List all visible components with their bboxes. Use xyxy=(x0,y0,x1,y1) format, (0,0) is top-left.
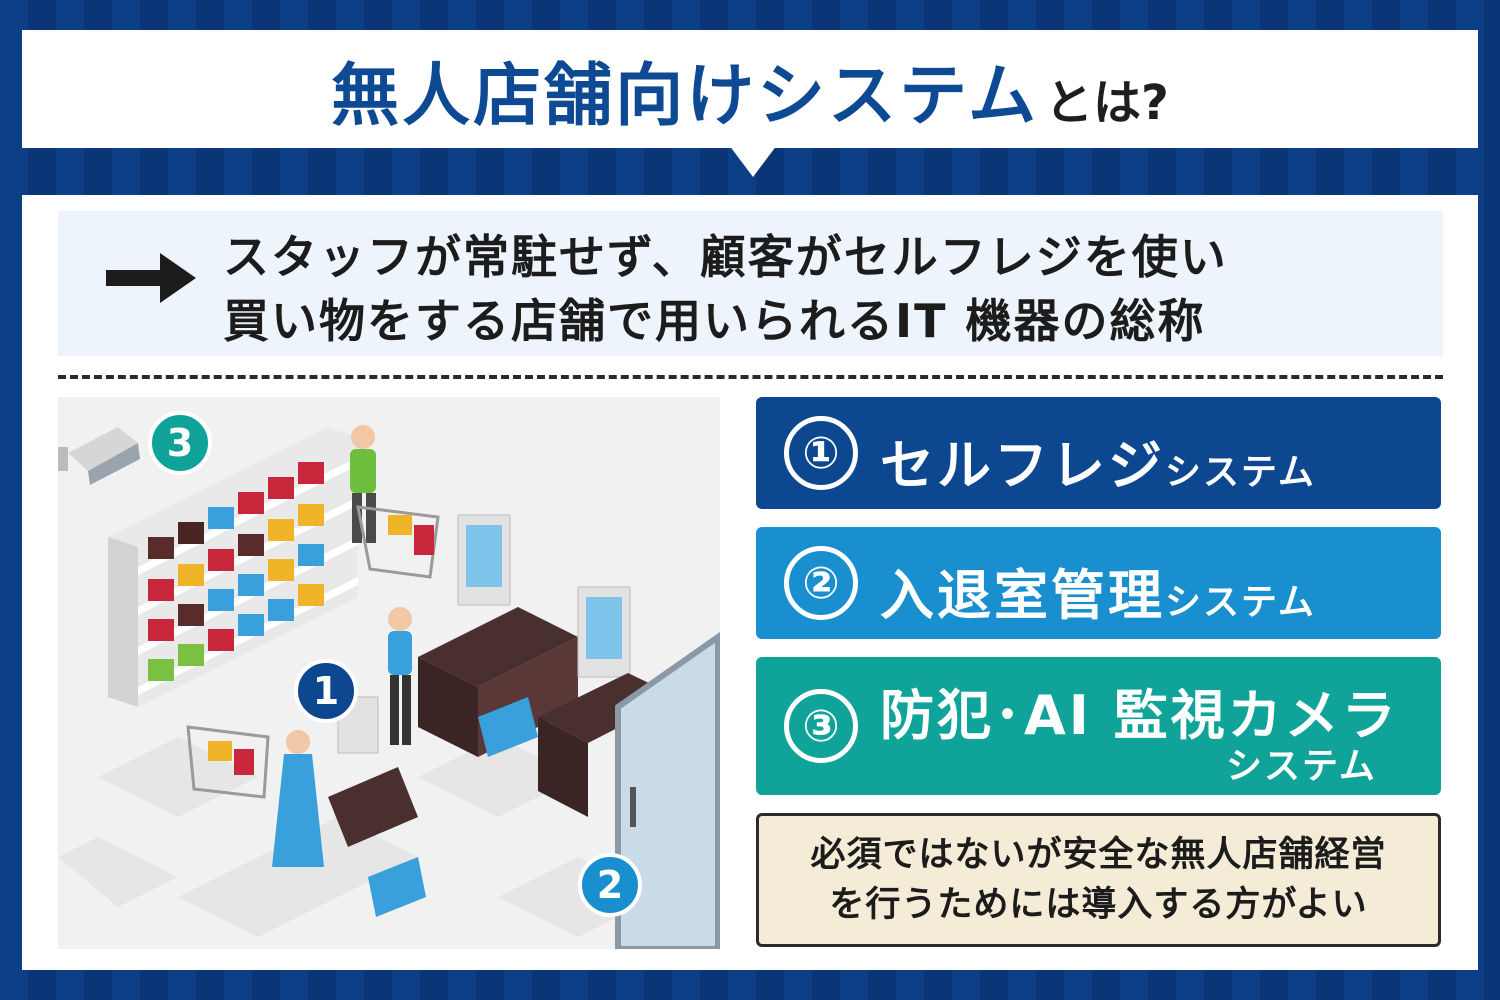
illustration-badge-3: 3 xyxy=(148,411,212,475)
system-number-2: ② xyxy=(784,546,858,620)
store-scene-image xyxy=(58,425,720,949)
note-line-1: 必須ではないが安全な無人店舗経営 xyxy=(810,835,1387,875)
page-title-suffix: とは? xyxy=(1045,75,1169,131)
system-number-3: ③ xyxy=(784,689,858,763)
right-arrow-icon xyxy=(106,253,196,303)
title-banner: 無人店舗向けシステム とは? xyxy=(22,30,1478,148)
system-name-1-main: セルフレジ xyxy=(880,434,1165,497)
title-pointer-triangle xyxy=(723,137,783,177)
definition-box: スタッフが常駐せず、顧客がセルフレジを使い 買い物をする店舗で用いられるIT 機… xyxy=(58,211,1443,356)
shopper-dress xyxy=(186,696,418,867)
definition-text: スタッフが常駐せず、顧客がセルフレジを使い 買い物をする店舗で用いられるIT 機… xyxy=(223,225,1423,353)
content-panel: スタッフが常駐せず、顧客がセルフレジを使い 買い物をする店舗で用いられるIT 機… xyxy=(22,195,1478,970)
system-card-security-camera: ③ 防犯･AI 監視カメラ システム xyxy=(756,657,1441,795)
system-name-2-main: 入退室管理 xyxy=(880,564,1165,627)
product-shelf xyxy=(108,427,358,707)
system-card-self-checkout: ① セルフレジシステム xyxy=(756,397,1441,509)
security-camera-icon xyxy=(58,427,140,485)
store-illustration: 3 1 2 xyxy=(58,397,720,949)
definition-line-2: 買い物をする店舗で用いられるIT 機器の総称 xyxy=(223,294,1206,348)
shopper-blue xyxy=(388,607,412,745)
dashed-divider xyxy=(58,375,1443,379)
note-box: 必須ではないが安全な無人店舗経営 を行うためには導入する方がよい xyxy=(756,813,1441,947)
system-name-1: セルフレジシステム xyxy=(880,421,1316,500)
system-name-2-suffix: システム xyxy=(1165,582,1316,623)
definition-line-1: スタッフが常駐せず、顧客がセルフレジを使い xyxy=(223,230,1228,284)
system-name-3-suffix: システム xyxy=(1226,746,1377,787)
note-line-2: を行うためには導入する方がよい xyxy=(829,885,1368,925)
page-title: 無人店舗向けシステム xyxy=(331,56,1040,136)
system-number-1: ① xyxy=(784,416,858,490)
system-name-2: 入退室管理システム xyxy=(880,551,1316,630)
system-card-access-control: ② 入退室管理システム xyxy=(756,527,1441,639)
shopping-basket xyxy=(368,697,538,917)
system-name-3: 防犯･AI 監視カメラ xyxy=(880,684,1399,747)
shopper-green xyxy=(350,425,440,579)
illustration-badge-1: 1 xyxy=(294,659,358,723)
system-name-1-suffix: システム xyxy=(1165,452,1316,493)
illustration-badge-2: 2 xyxy=(578,853,642,917)
self-checkout-kiosk-2 xyxy=(538,586,678,817)
